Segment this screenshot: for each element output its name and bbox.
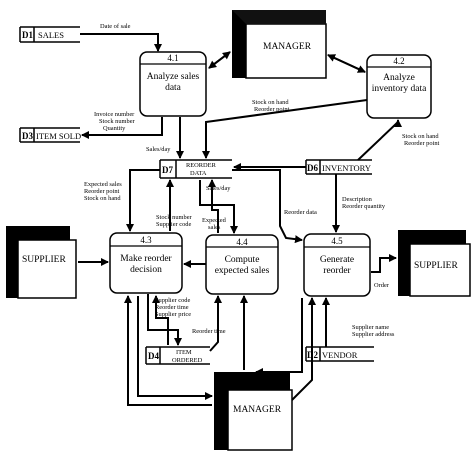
process-title-line1: Compute xyxy=(225,255,260,265)
flow-label: Reorder point xyxy=(84,188,120,195)
store-id: D4 xyxy=(148,351,159,361)
process-title-line2: expected sales xyxy=(215,266,270,276)
store-name: ITEM SOLD xyxy=(36,131,81,141)
entity-manager-top: MANAGER xyxy=(232,10,327,79)
process-title-line1: Analyze xyxy=(383,73,415,83)
process-number: 4.4 xyxy=(236,237,248,247)
flow-label: Supplier name xyxy=(352,324,389,331)
process-number: 4.2 xyxy=(393,56,404,66)
flow-label: Sales/day xyxy=(206,185,231,192)
store-name: INVENTORY xyxy=(322,163,371,173)
process-4-2: 4.2 Analyze inventory data xyxy=(366,54,432,119)
store-d7-reorder-data: D7 REORDER DATA xyxy=(159,159,232,179)
process-title-line1: Generate xyxy=(320,255,354,265)
flow-label: Supplier code xyxy=(155,297,190,304)
flow-label: Supplier code xyxy=(156,221,191,228)
flow-label: Expected xyxy=(202,217,227,224)
flow-label: Reorder time xyxy=(192,328,226,335)
store-name-line2: ORDERED xyxy=(172,357,203,364)
entity-label: SUPPLIER xyxy=(22,255,66,265)
store-id: D1 xyxy=(22,30,33,40)
process-title-line2: decision xyxy=(130,265,162,275)
entity-supplier-right: SUPPLIER xyxy=(398,230,471,297)
flow-label: Invoice number xyxy=(94,111,135,118)
process-number: 4.3 xyxy=(140,235,152,245)
store-name-line2: DATA xyxy=(190,170,207,177)
store-d1-sales: D1 SALES xyxy=(19,26,80,43)
flow-label: Stock on hand xyxy=(84,195,121,202)
store-name: VENDOR xyxy=(322,350,358,360)
process-4-1: 4.1 Analyze sales data xyxy=(139,51,207,117)
flow-label: Reorder point xyxy=(254,106,290,113)
store-id: D7 xyxy=(162,165,173,175)
process-title-line1: Analyze sales xyxy=(147,72,200,82)
flow-label: Stock on hand xyxy=(402,133,439,140)
process-4-4: 4.4 Compute expected sales xyxy=(205,234,279,295)
flow-label: Expected sales xyxy=(84,181,122,188)
flow-label: Sales/day xyxy=(146,146,171,153)
process-title-line2: inventory data xyxy=(372,84,427,94)
flow-label: Stock on hand xyxy=(252,99,289,106)
flow-labels: Date of sale Invoice number Stock number… xyxy=(84,23,440,338)
flow-label: Supplier address xyxy=(352,331,395,338)
flow-label: Supplier price xyxy=(155,311,191,318)
flow-label: Order xyxy=(374,282,390,289)
process-title-line1: Make reorder xyxy=(120,254,172,264)
process-number: 4.1 xyxy=(167,53,178,63)
flow-label: Reorder point xyxy=(404,140,440,147)
entity-manager-bottom: MANAGER xyxy=(214,372,293,451)
store-d6-inventory: D6 INVENTORY xyxy=(305,159,372,175)
store-name-line1: REORDER xyxy=(186,162,217,169)
store-name-line1: ITEM xyxy=(176,349,192,356)
entity-label: MANAGER xyxy=(233,405,282,415)
process-4-5: 4.5 Generate reorder xyxy=(303,233,371,297)
flow-label: Reorder quantity xyxy=(342,203,386,210)
store-d4-item-ordered: D4 ITEM ORDERED xyxy=(145,346,210,365)
store-name: SALES xyxy=(38,30,64,40)
flow-label: Stock number xyxy=(156,214,193,221)
flow-label: Date of sale xyxy=(100,23,131,30)
entity-supplier-left: SUPPLIER xyxy=(6,226,77,299)
flow-label: Quantity xyxy=(103,125,126,132)
process-number: 4.5 xyxy=(331,236,343,246)
process-title-line2: reorder xyxy=(323,266,351,276)
store-id: D6 xyxy=(307,163,318,173)
flow-lines xyxy=(78,33,402,406)
store-d3-item-sold: D3 ITEM SOLD xyxy=(19,127,81,143)
process-4-3: 4.3 Make reorder decision xyxy=(109,232,183,294)
flow-label: Reorder data xyxy=(284,209,317,216)
entity-label: MANAGER xyxy=(263,42,312,52)
flow-label: Description xyxy=(342,196,373,203)
process-title-line2: data xyxy=(165,83,182,93)
flow-label: Reorder time xyxy=(155,304,189,311)
store-d2-vendor: D2 VENDOR xyxy=(305,346,374,362)
flow-label: sales xyxy=(208,224,221,231)
entity-label: SUPPLIER xyxy=(414,261,458,271)
flow-label: Stock number xyxy=(99,118,136,125)
store-id: D3 xyxy=(22,131,33,141)
